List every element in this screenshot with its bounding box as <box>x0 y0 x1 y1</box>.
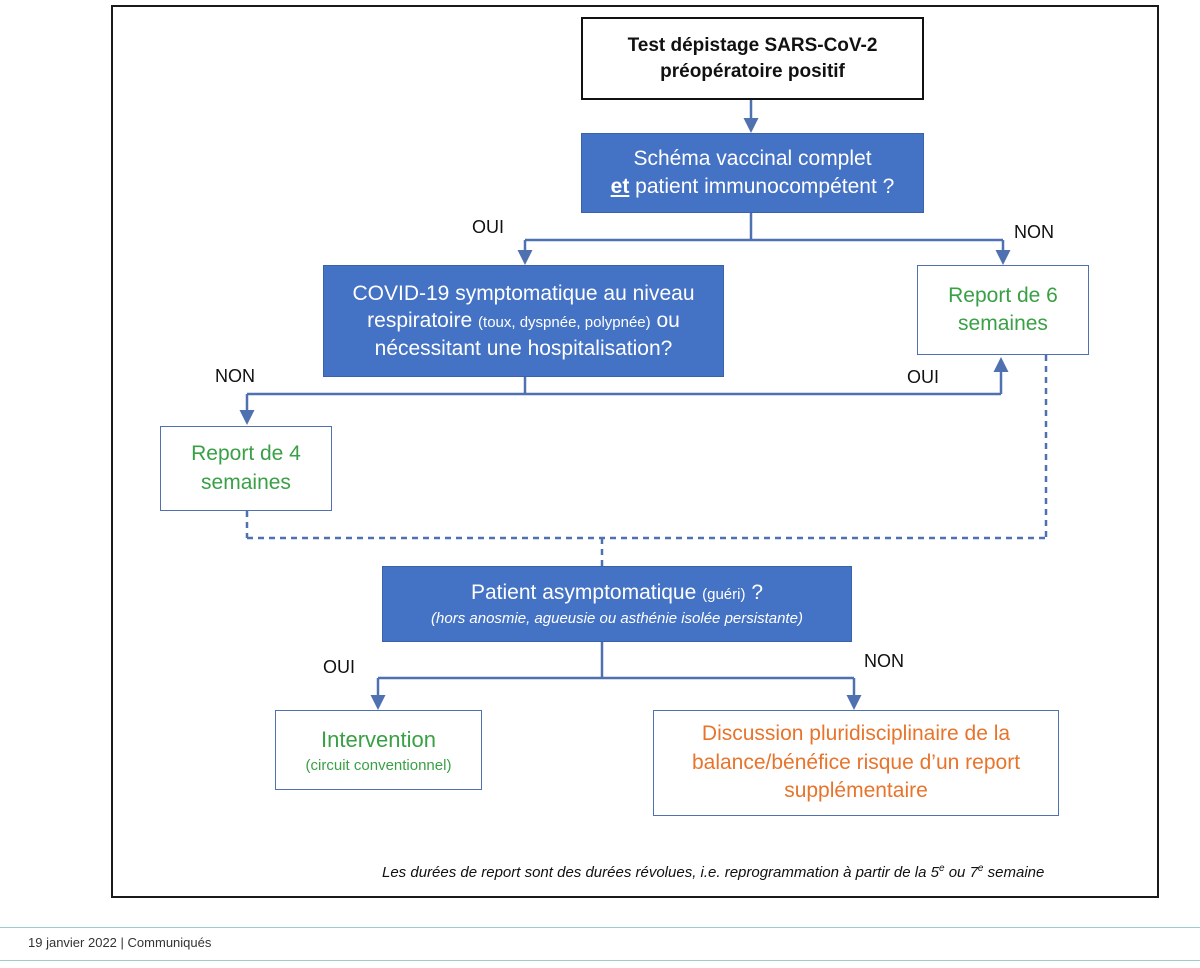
intervention-title: Intervention <box>321 726 436 752</box>
q3-label-non: NON <box>864 651 904 671</box>
q3-cured: (guéri) <box>702 586 746 603</box>
q2-line-3: nécessitant une hospitalisation? <box>374 336 673 360</box>
q3-line-1b: ? <box>745 581 763 604</box>
note-sup-1: e <box>938 863 945 874</box>
flowchart-frame <box>111 5 1159 898</box>
post-date: 19 janvier 2022 <box>28 935 117 950</box>
intervention-box: Intervention (circuit conventionnel) <box>275 710 482 790</box>
report-4-weeks-box: Report de 4 semaines <box>160 426 332 511</box>
question-asymptomatic-box: Patient asymptomatique (guéri) ? (hors a… <box>382 566 852 642</box>
q2-line-2-examples: (toux, dyspnée, polypnée) <box>478 314 651 332</box>
discussion-box: Discussion pluridisciplinaire de la bala… <box>653 710 1059 816</box>
q1-line-1: Schéma vaccinal complet <box>633 147 872 170</box>
q1-label-non: NON <box>1014 222 1054 242</box>
q2-label-non: NON <box>215 366 255 386</box>
q1-line-2: et patient immunocompétent ? <box>611 175 895 199</box>
discussion-line-2: balance/bénéfice risque d’un report <box>691 750 1021 774</box>
footer-divider-top <box>0 927 1200 928</box>
footer-divider-bottom <box>0 960 1200 961</box>
report4-line-2: semaines <box>201 470 291 494</box>
q3-line-1: Patient asymptomatique (guéri) ? <box>471 581 763 605</box>
q2-line-2b: ou <box>650 309 680 333</box>
post-category-link[interactable]: Communiqués <box>127 935 212 950</box>
q3-line-2: (hors anosmie, agueusie ou asthénie isol… <box>431 610 803 627</box>
q1-line-2-rest: patient immunocompétent ? <box>629 175 895 198</box>
report6-line-2: semaines <box>958 312 1048 335</box>
q1-label-oui: OUI <box>472 217 505 237</box>
q3-line-1a: Patient asymptomatique <box>471 581 703 604</box>
intervention-subtitle: (circuit conventionnel) <box>305 756 452 774</box>
question-vaccination-box: Schéma vaccinal complet et patient immun… <box>581 133 924 213</box>
note-part-2: ou 7 <box>944 864 978 881</box>
q1-emphasis: et <box>610 175 630 198</box>
note-sup-2: e <box>977 863 984 874</box>
start-box: Test dépistage SARS-CoV-2 préopératoire … <box>581 17 924 100</box>
discussion-line-3: supplémentaire <box>784 779 928 803</box>
report6-line-1: Report de 6 <box>948 283 1058 307</box>
report-duration-note: Les durées de report sont des durées rév… <box>382 863 1044 881</box>
q2-line-1: COVID-19 symptomatique au niveau <box>352 282 695 306</box>
meta-separator: | <box>120 935 124 950</box>
start-line-2: préopératoire positif <box>660 60 845 82</box>
discussion-line-1: Discussion pluridisciplinaire de la <box>701 722 1011 746</box>
q2-line-2a: respiratoire <box>367 309 479 333</box>
report-6-weeks-box: Report de 6 semaines <box>917 265 1089 355</box>
report4-line-1: Report de 4 <box>191 442 301 466</box>
start-line-1: Test dépistage SARS-CoV-2 <box>627 34 878 56</box>
q2-line-2: respiratoire (toux, dyspnée, polypnée) o… <box>367 307 680 334</box>
q2-label-oui: OUI <box>907 367 940 387</box>
note-part-1: Les durées de report sont des durées rév… <box>382 864 939 881</box>
q3-label-oui: OUI <box>323 657 356 677</box>
question-symptomatic-box: COVID-19 symptomatique au niveau respira… <box>323 265 724 377</box>
post-meta: 19 janvier 2022 | Communiqués <box>28 935 211 950</box>
note-part-3: semaine <box>983 864 1045 881</box>
